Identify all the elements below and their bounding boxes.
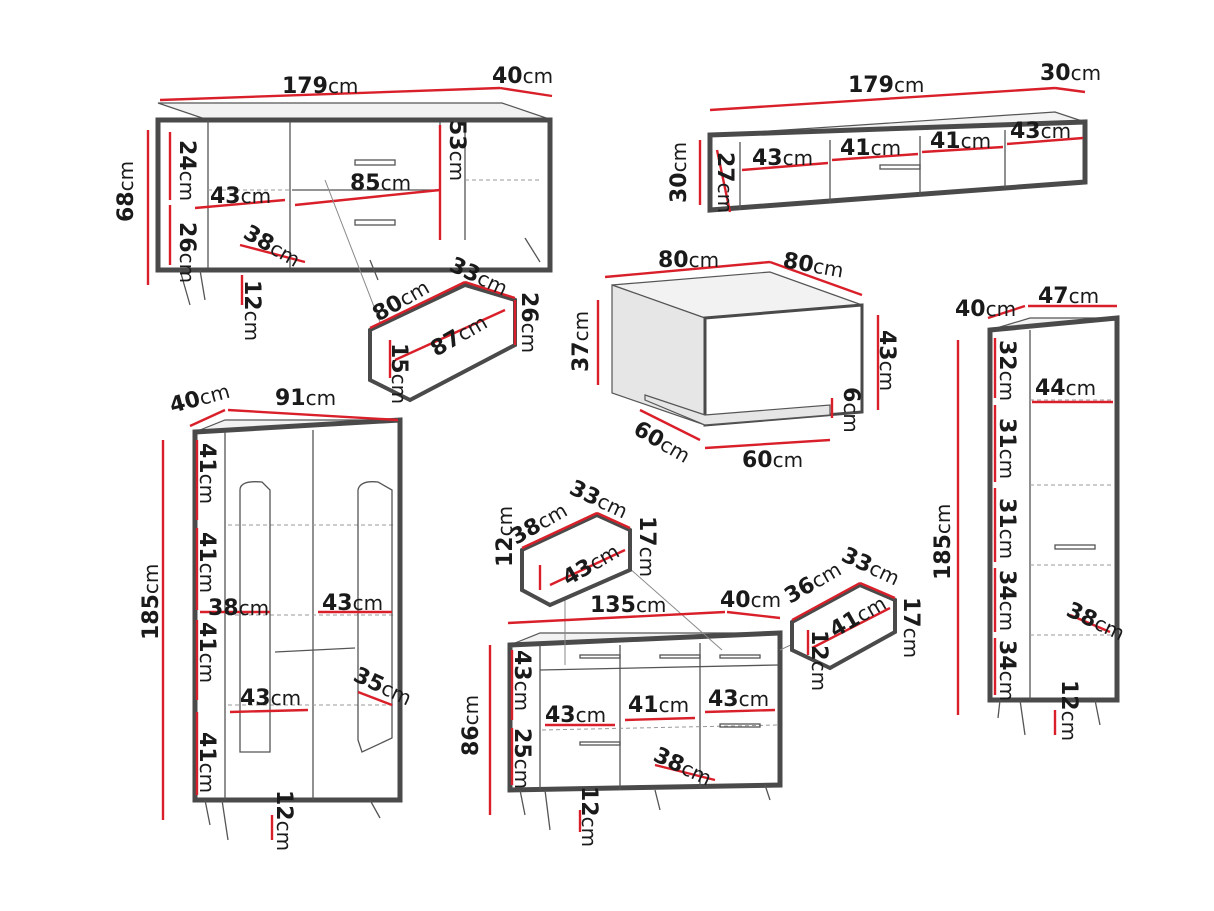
- dimension-label-display_cabinet-shelves-3: 41cm: [194, 732, 219, 793]
- dimension-label-sideboard-legs: 12cm: [239, 280, 264, 341]
- dimension-label-tv_stand-compartments-1: 41cm: [840, 136, 901, 161]
- dimension-label-display_cabinet-depth: 40cm: [167, 379, 232, 419]
- dimension-label-coffee_table-base_width: 60cm: [629, 417, 694, 469]
- dimension-label-tall_cabinet-height: 185cm: [931, 504, 956, 580]
- dimension-label-tv_stand-compartments-3: 43cm: [1010, 119, 1071, 144]
- dimension-label-chest-inner_widths-0: 43cm: [545, 703, 606, 728]
- dimension-label-chest-drawer_right-inner_height: 12cm: [806, 630, 831, 691]
- dimension-label-coffee_table-depth: 80cm: [781, 248, 846, 283]
- dimension-label-chest-drawer_left-inner_height: 12cm: [493, 506, 518, 567]
- dimension-label-tv_stand-height: 30cm: [667, 142, 692, 203]
- dimension-label-sideboard-inner_width: 43cm: [210, 184, 271, 209]
- coffee-table: [596, 260, 880, 450]
- dimension-label-sideboard-drawer-height: 26cm: [516, 292, 541, 353]
- dimension-label-tall_cabinet-inner_width: 44cm: [1035, 376, 1096, 401]
- dimension-label-display_cabinet-inner_width_right: 43cm: [322, 591, 383, 616]
- dimension-label-chest-inner_widths-1: 41cm: [628, 693, 689, 718]
- dimension-label-sideboard-height: 68cm: [114, 161, 139, 222]
- dimension-label-chest-depth: 40cm: [720, 588, 781, 613]
- dimension-label-coffee_table-height: 37cm: [569, 311, 594, 372]
- tv-stand: [698, 86, 1088, 213]
- dimension-label-chest-lower_height: 25cm: [509, 728, 534, 789]
- dimension-label-sideboard-door_height: 53cm: [444, 120, 469, 181]
- dimension-label-tv_stand-compartments-2: 41cm: [930, 129, 991, 154]
- dimension-label-sideboard-drawer-inner_height: 15cm: [386, 343, 411, 404]
- dimension-label-tv_stand-inner_height: 27cm: [712, 152, 737, 213]
- dimension-label-coffee_table-height_right: 43cm: [874, 330, 899, 391]
- dimension-label-display_cabinet-shelf_depth_left: 38cm: [208, 596, 269, 621]
- dimension-label-display_cabinet-width: 91cm: [275, 386, 336, 411]
- dimension-label-chest-drawer_right-height: 17cm: [898, 597, 923, 658]
- dimension-label-display_cabinet-shelves-1: 41cm: [194, 532, 219, 593]
- dimension-label-coffee_table-width: 80cm: [658, 248, 719, 273]
- dimension-label-tall_cabinet-width: 47cm: [1038, 284, 1099, 309]
- dimension-label-chest-height: 86cm: [459, 695, 484, 756]
- dimension-label-display_cabinet-height: 185cm: [139, 564, 164, 640]
- dimension-label-tall_cabinet-depth: 40cm: [955, 297, 1016, 322]
- dimension-label-tv_stand-width: 179cm: [848, 73, 924, 98]
- dimension-label-tall_cabinet-shelves-0: 32cm: [994, 340, 1019, 401]
- dimension-label-tall_cabinet-shelves-1: 31cm: [994, 418, 1019, 479]
- dimension-label-tv_stand-compartments-0: 43cm: [752, 146, 813, 171]
- dimension-label-chest-inner_widths-2: 43cm: [708, 687, 769, 712]
- dimension-label-display_cabinet-inner_width_left: 43cm: [240, 686, 301, 711]
- dimension-label-tv_stand-depth: 30cm: [1040, 61, 1101, 86]
- dimension-label-chest-width: 135cm: [590, 593, 666, 618]
- dimension-label-tall_cabinet-shelves-2: 31cm: [994, 498, 1019, 559]
- display-cabinet: [161, 408, 403, 841]
- dimension-label-display_cabinet-shelves-0: 41cm: [194, 443, 219, 504]
- dimension-label-sideboard-drawer_width: 85cm: [350, 171, 411, 196]
- dimension-label-coffee_table-base_depth: 60cm: [742, 448, 803, 473]
- dimension-label-sideboard-shelf_top: 24cm: [174, 140, 199, 201]
- tall-cabinet: [956, 304, 1120, 736]
- dimension-label-tall_cabinet-legs: 12cm: [1056, 680, 1081, 741]
- dimension-label-chest-upper_height: 43cm: [509, 650, 534, 711]
- dimension-label-chest-drawer_left-height: 17cm: [634, 516, 659, 577]
- dimension-label-sideboard-depth: 40cm: [492, 64, 553, 89]
- dimension-label-tall_cabinet-shelves-3: 34cm: [994, 570, 1019, 631]
- dimension-label-coffee_table-gap: 6cm: [838, 387, 863, 433]
- dimension-label-tall_cabinet-shelves-4: 34cm: [994, 640, 1019, 701]
- dimension-label-chest-drawer_right-depth: 33cm: [837, 543, 903, 591]
- sideboard: [146, 86, 553, 403]
- dimension-label-sideboard-shelf_bottom: 26cm: [174, 222, 199, 283]
- dimension-label-display_cabinet-shelves-2: 41cm: [194, 622, 219, 683]
- dimension-label-chest-legs: 12cm: [576, 786, 601, 847]
- chest-of-drawers: [488, 511, 897, 832]
- dimension-label-display_cabinet-legs: 12cm: [271, 790, 296, 851]
- dimension-label-sideboard-width: 179cm: [282, 74, 358, 99]
